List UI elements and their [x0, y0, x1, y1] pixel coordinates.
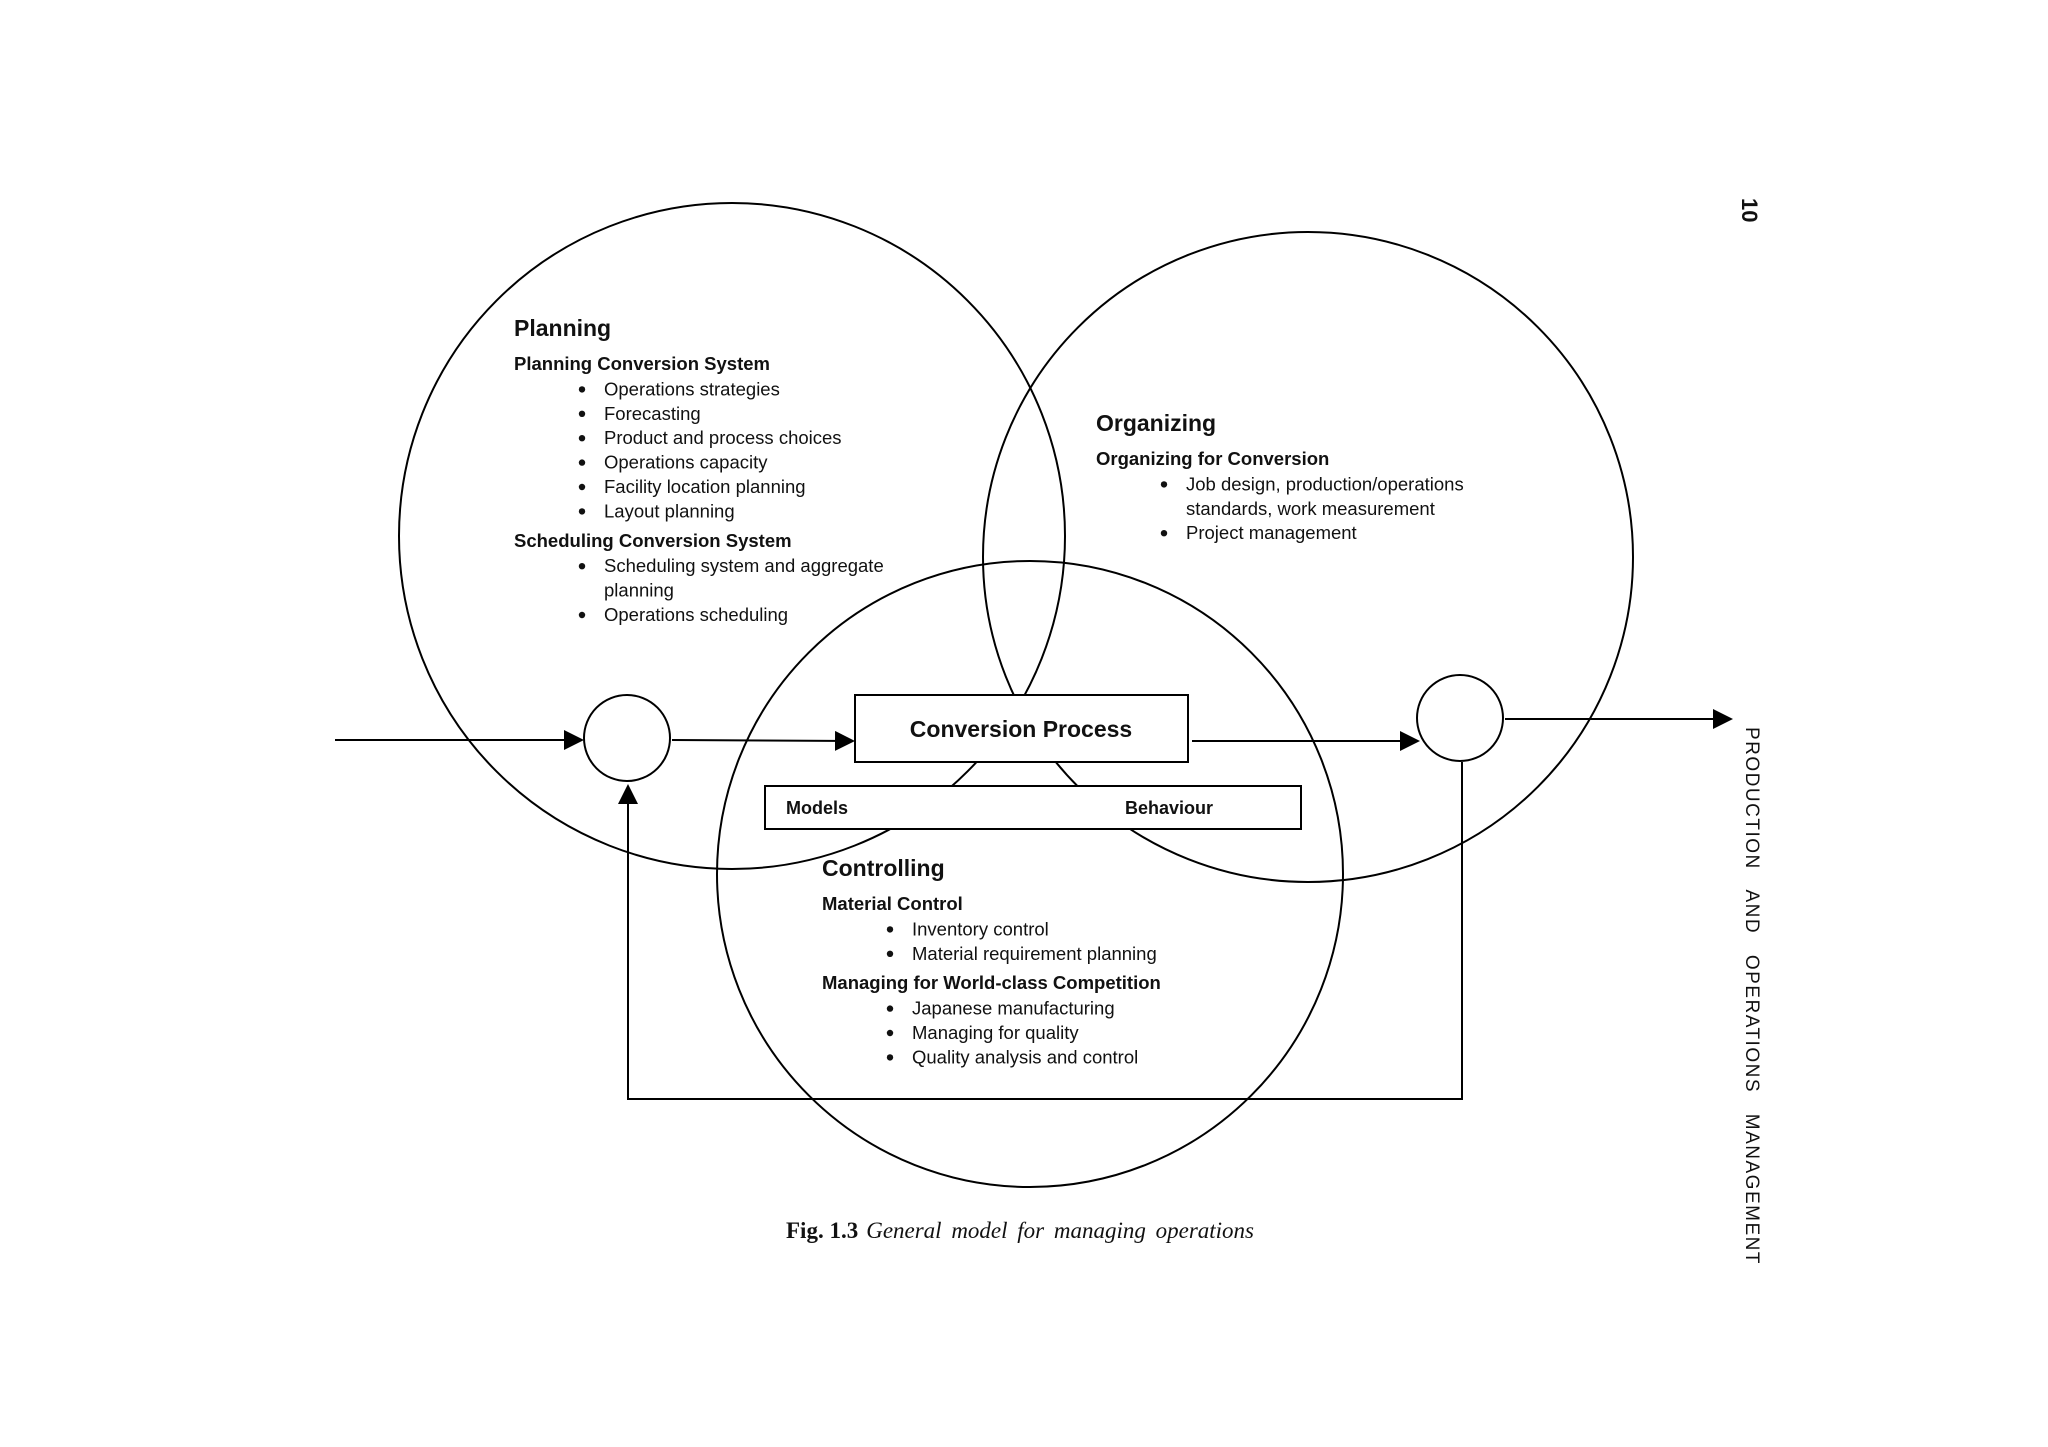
organizing-list-item: Project management: [1186, 522, 1357, 543]
organizing-list-item: Job design, production/operations: [1186, 473, 1464, 494]
planning-circle: [398, 202, 1066, 870]
bullet-icon: [886, 1029, 894, 1037]
bullet-icon: [886, 1005, 894, 1012]
planning-title: Planning: [514, 315, 611, 341]
bullet-icon: [578, 435, 586, 442]
controlling-circle: [716, 560, 1344, 1188]
figure-label: Fig. 1.3: [786, 1218, 859, 1243]
planning-list-item: Operations strategies: [604, 378, 780, 399]
controlling-list-item: Quality analysis and control: [912, 1046, 1138, 1067]
bullet-icon: [1160, 530, 1168, 537]
page-number: 10: [1737, 198, 1762, 223]
bullet-icon: [886, 950, 894, 957]
bullet-icon: [886, 926, 894, 933]
controlling-list-item: Japanese manufacturing: [912, 998, 1115, 1019]
planning-list-item: planning: [604, 580, 674, 601]
input-node: [583, 694, 671, 782]
controlling-list-item: Managing for quality: [912, 1022, 1079, 1043]
feedback-loop-line: [618, 762, 1463, 1100]
conversion-process-box: [854, 694, 1189, 763]
node-to-process-arrow: [671, 730, 855, 751]
bullet-icon: [1160, 481, 1168, 488]
models-label: Models: [786, 798, 848, 818]
bullet-icon: [578, 459, 586, 466]
models-behaviour-strip: [764, 785, 1302, 830]
bullet-icon: [578, 410, 586, 417]
controlling-group-heading: Material Control: [822, 893, 963, 914]
behaviour-label: Behaviour: [1125, 798, 1213, 818]
running-head: PRODUCTION AND OPERATIONS MANAGEMENT: [1741, 727, 1762, 1265]
bullet-icon: [886, 1054, 894, 1061]
output-node: [1416, 674, 1504, 762]
planning-list-item: Operations scheduling: [604, 604, 788, 625]
controlling-list-item: Material requirement planning: [912, 943, 1157, 964]
planning-list-item: Layout planning: [604, 500, 735, 521]
organizing-group-heading: Organizing for Conversion: [1096, 448, 1329, 469]
planning-list-item: Forecasting: [604, 403, 701, 424]
organizing-circle: [982, 231, 1634, 883]
planning-list-item: Scheduling system and aggregate: [604, 555, 884, 576]
figure-caption: Fig. 1.3 General model for managing opera…: [786, 1218, 1254, 1244]
planning-list-item: Operations capacity: [604, 452, 768, 473]
planning-list-item: Product and process choices: [604, 427, 842, 448]
organizing-list-item: standards, work measurement: [1186, 498, 1435, 519]
planning-group-heading: Planning Conversion System: [514, 353, 770, 374]
planning-list-item: Facility location planning: [604, 476, 806, 497]
figure-title: General model for managing operations: [866, 1218, 1255, 1243]
bullet-icon: [578, 563, 586, 570]
conversion-process-label: Conversion Process: [910, 716, 1132, 742]
bullet-icon: [578, 508, 586, 515]
bullet-icon: [578, 386, 586, 393]
organizing-title: Organizing: [1096, 410, 1216, 436]
controlling-group-heading: Managing for World-class Competition: [822, 972, 1161, 993]
bullet-icon: [578, 611, 586, 619]
controlling-list-item: Inventory control: [912, 918, 1049, 939]
bullet-icon: [578, 483, 586, 491]
planning-group-heading: Scheduling Conversion System: [514, 530, 792, 551]
controlling-title: Controlling: [822, 855, 945, 881]
